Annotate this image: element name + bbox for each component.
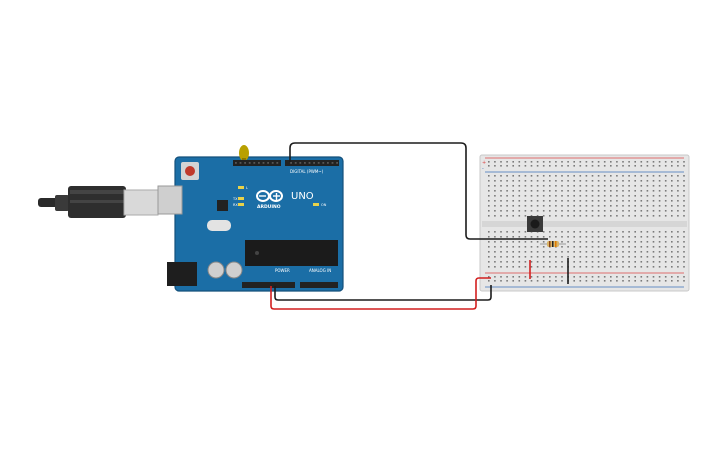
breadboard[interactable]: + - xyxy=(479,154,690,292)
digital-label: DIGITAL (PWM~) xyxy=(290,169,324,174)
power-label: POWER xyxy=(275,268,290,273)
model-text: UNO xyxy=(291,191,314,202)
wire-black-gnd[interactable] xyxy=(274,285,492,301)
push-button[interactable] xyxy=(527,216,543,232)
resistor[interactable] xyxy=(540,241,566,247)
arduino-uno-board[interactable]: L TX RX ON ARDUINO UNO DIGITAL (PWM~) PO… xyxy=(157,145,344,292)
atmega-chip xyxy=(245,240,338,266)
rail-minus-label: - xyxy=(482,166,484,172)
analog-label: ANALOG IN xyxy=(309,268,331,273)
led-rx-label: RX xyxy=(233,203,238,207)
usb-cable[interactable] xyxy=(38,186,159,218)
arduino-logo-icon xyxy=(256,190,283,202)
digital-header[interactable] xyxy=(233,160,339,166)
led-l-label: L xyxy=(246,186,248,190)
brand-text: ARDUINO xyxy=(257,204,281,210)
wire-black-digital[interactable] xyxy=(289,142,548,240)
usb-jack xyxy=(157,185,183,215)
rail-plus-label: + xyxy=(482,160,486,166)
on-label: ON xyxy=(321,203,327,207)
led-tx-label: TX xyxy=(232,197,238,201)
power-header[interactable] xyxy=(242,282,338,288)
wire-red-5v[interactable] xyxy=(270,277,491,310)
capacitor-icon xyxy=(239,145,249,161)
power-jack xyxy=(167,262,197,286)
